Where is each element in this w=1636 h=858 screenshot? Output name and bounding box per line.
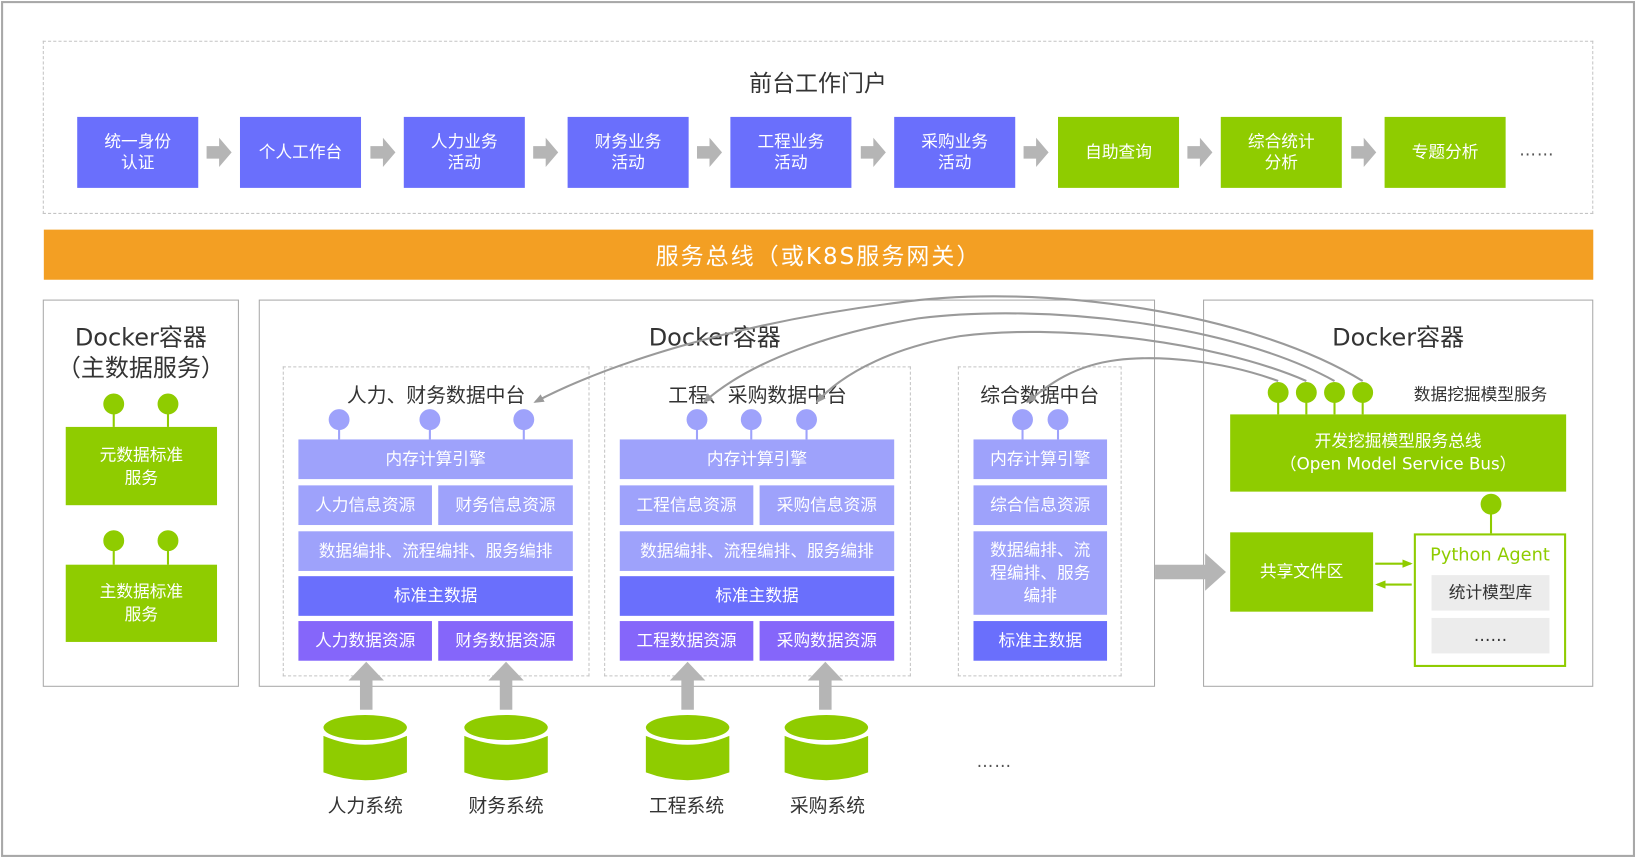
orchestration[interactable]: 数据编排、流程编排、服务编排 <box>619 531 895 571</box>
procurement-data-resource[interactable]: 采购数据资源 <box>759 621 895 661</box>
orchestration[interactable]: 数据编排、流 程编排、服务 编排 <box>973 531 1108 615</box>
finance-system-label: 财务系统 <box>468 795 544 818</box>
integrated-info-resource[interactable]: 综合信息资源 <box>973 485 1108 526</box>
procurement-system-label: 采购系统 <box>789 795 865 818</box>
hr-finance-platform <box>282 366 590 677</box>
master-data-standard-service[interactable]: 主数据标准 服务 <box>65 564 218 642</box>
hr-system-label: 人力系统 <box>327 795 403 818</box>
orchestration[interactable]: 数据编排、流程编排、服务编排 <box>298 531 573 571</box>
open-model-service-bus[interactable]: 开发挖掘模型服务总线 （Open Model Service Bus） <box>1230 414 1567 492</box>
procurement-info-resource[interactable]: 采购信息资源 <box>759 485 895 526</box>
engineering-data-resource[interactable]: 工程数据资源 <box>619 621 754 661</box>
portal-section <box>42 40 1594 214</box>
memory-engine[interactable]: 内存计算引擎 <box>298 439 573 480</box>
source-systems-more: …… <box>976 751 1013 772</box>
engineering-system-label: 工程系统 <box>648 795 725 818</box>
portal-item-topic-analysis[interactable]: 专题分析 <box>1384 116 1506 188</box>
shared-file-area[interactable]: 共享文件区 <box>1230 532 1374 612</box>
portal-item-self-query[interactable]: 自助查询 <box>1058 116 1180 188</box>
metadata-standard-service[interactable]: 元数据标准 服务 <box>65 426 218 506</box>
memory-engine[interactable]: 内存计算引擎 <box>973 439 1108 480</box>
standard-master-data[interactable]: 标准主数据 <box>619 576 895 616</box>
agent-more-items: …… <box>1431 617 1550 654</box>
finance-data-resource[interactable]: 财务数据资源 <box>438 621 573 661</box>
engineering-procurement-platform-title: 工程、采购数据中台 <box>668 384 847 408</box>
mining-container <box>1203 299 1594 687</box>
standard-master-data[interactable]: 标准主数据 <box>298 576 573 616</box>
portal-item-unified-auth[interactable]: 统一身份 认证 <box>77 116 199 188</box>
hr-info-resource[interactable]: 人力信息资源 <box>298 485 432 526</box>
portal-item-finance-activities[interactable]: 财务业务 活动 <box>567 116 689 188</box>
portal-item-personal-workbench[interactable]: 个人工作台 <box>239 116 362 188</box>
engineering-info-resource[interactable]: 工程信息资源 <box>619 485 754 526</box>
master-data-container-subtitle: （主数据服务） <box>56 354 225 383</box>
standard-master-data[interactable]: 标准主数据 <box>973 621 1108 661</box>
portal-item-hr-activities[interactable]: 人力业务 活动 <box>403 116 525 188</box>
statistics-model-library[interactable]: 统计模型库 <box>1431 575 1550 611</box>
middle-container-title: Docker容器 <box>648 324 781 352</box>
master-data-container <box>42 299 239 687</box>
portal-more: …… <box>1519 139 1555 160</box>
service-bus: 服务总线（或K8S服务网关） <box>43 229 1594 280</box>
portal-item-statistics[interactable]: 综合统计 分析 <box>1220 116 1342 188</box>
integrated-platform-title: 综合数据中台 <box>980 384 1100 408</box>
hr-data-resource[interactable]: 人力数据资源 <box>298 621 432 661</box>
hr-finance-platform-title: 人力、财务数据中台 <box>346 384 526 408</box>
portal-title: 前台工作门户 <box>749 70 887 98</box>
mining-container-title: Docker容器 <box>1332 324 1465 352</box>
portal-item-procurement-activities[interactable]: 采购业务 活动 <box>894 116 1016 188</box>
portal-item-engineering-activities[interactable]: 工程业务 活动 <box>730 116 852 188</box>
master-data-container-title: Docker容器 <box>74 324 207 352</box>
python-agent-title: Python Agent <box>1430 544 1550 566</box>
finance-info-resource[interactable]: 财务信息资源 <box>438 485 573 526</box>
mining-service-label: 数据挖掘模型服务 <box>1413 384 1548 404</box>
memory-engine[interactable]: 内存计算引擎 <box>619 439 895 480</box>
